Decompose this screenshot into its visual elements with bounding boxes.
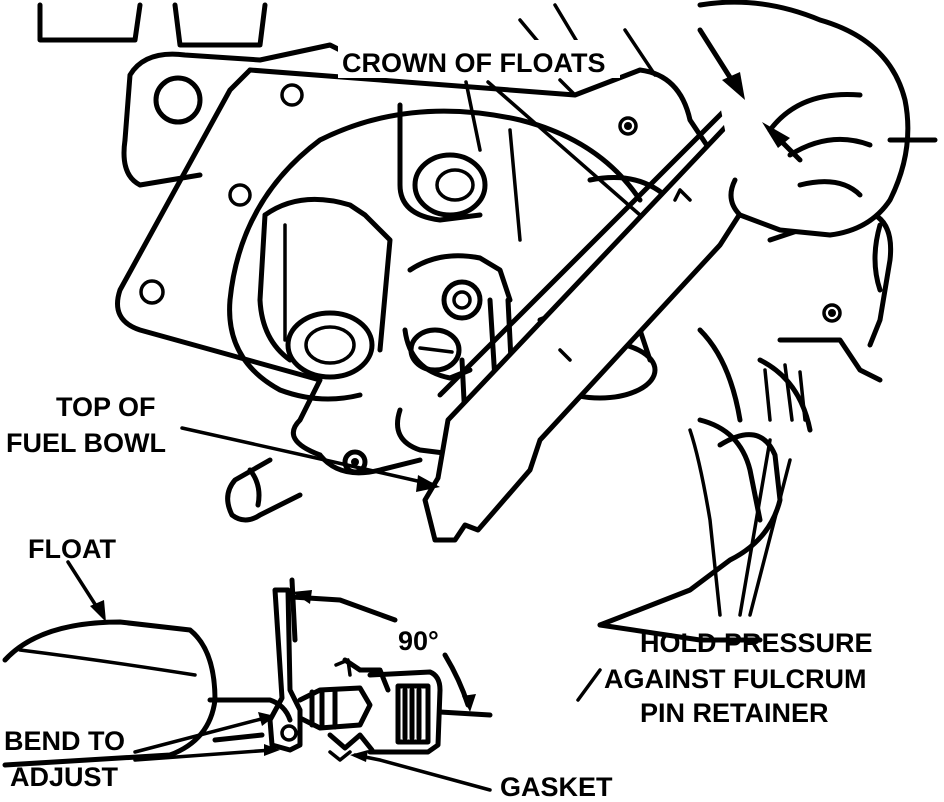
leader-lines [180,3,792,702]
label-hold-pressure-line2: AGAINST FULCRUM [604,664,866,694]
label-top-of-fuel-bowl-line1: TOP OF [56,392,156,422]
label-angle: 90° [398,626,439,656]
label-bend-to-adjust-line2: ADJUST [10,762,119,792]
label-top-of-fuel-bowl-line2: FUEL BOWL [6,428,166,458]
float-level-gauge [422,77,803,543]
label-hold-pressure-line1: HOLD PRESSURE [640,628,873,658]
label-crown-of-floats: CROWN OF FLOATS [342,48,605,78]
pressure-arrows [697,27,803,163]
label-hold-pressure-line3: PIN RETAINER [640,698,829,728]
label-bend-to-adjust-line1: BEND TO [4,726,125,756]
text-labels: CROWN OF FLOATS TOP OF FUEL BOWL FLOAT 9… [4,40,873,802]
float-inset-detail [2,560,493,792]
label-gasket: GASKET [500,772,613,802]
label-float: FLOAT [28,534,116,564]
